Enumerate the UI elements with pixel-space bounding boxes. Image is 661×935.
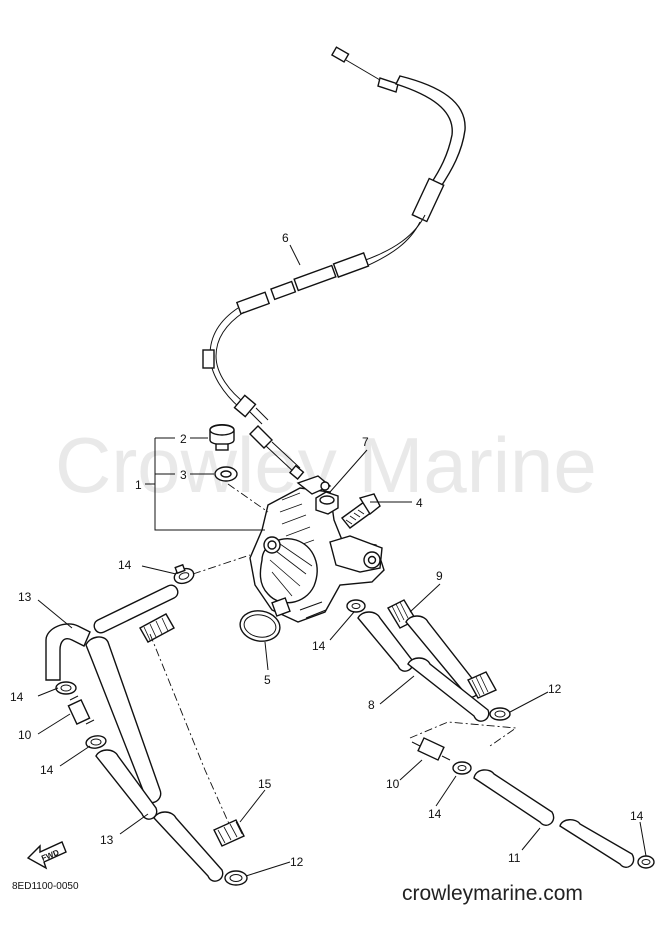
callout-3: 3 — [180, 468, 187, 482]
callout-14-c: 14 — [10, 690, 24, 704]
throttle-cable — [202, 46, 466, 481]
callout-12-b: 12 — [290, 855, 304, 869]
clamp-part-14 — [85, 735, 107, 749]
callout-7: 7 — [362, 435, 369, 449]
callout-9: 9 — [436, 569, 443, 583]
connector-part-10 — [411, 737, 451, 761]
callout-14-f: 14 — [630, 809, 644, 823]
callout-14-a: 14 — [118, 558, 132, 572]
callout-4: 4 — [416, 496, 423, 510]
callout-6: 6 — [282, 231, 289, 245]
clamp-part-14 — [346, 599, 366, 613]
clamp-part-12 — [489, 707, 511, 721]
clamp-part-14 — [452, 761, 472, 775]
callout-11: 11 — [508, 851, 521, 865]
callout-2: 2 — [180, 432, 187, 446]
callout-1: 1 — [135, 478, 142, 492]
callout-10-a: 10 — [18, 728, 32, 742]
oil-pump — [249, 475, 385, 623]
spring-hose-part-15 — [139, 613, 175, 643]
callout-14-b: 14 — [312, 639, 326, 653]
clamp-part-14 — [173, 563, 195, 585]
bolt-part-2 — [209, 424, 235, 451]
website-text: crowleymarine.com — [402, 882, 583, 905]
fwd-arrow-icon: FWD — [26, 841, 67, 870]
callout-12-a: 12 — [548, 682, 562, 696]
connector-part-10 — [67, 695, 95, 725]
callout-14-d: 14 — [40, 763, 54, 777]
callout-8: 8 — [368, 698, 375, 712]
diagram-code: 8ED1100-0050 — [12, 881, 79, 892]
elbow-hose-part-13 — [45, 623, 91, 681]
hose-center-line — [149, 633, 231, 827]
hose-segment — [559, 819, 635, 868]
hose-segment — [153, 811, 224, 882]
hose-part-11 — [473, 769, 555, 826]
hose-part-13-lower — [95, 749, 158, 820]
callout-13-a: 13 — [18, 590, 32, 604]
alignment-line — [409, 721, 518, 747]
callout-numbers: 6 2 3 1 7 4 14 13 5 14 9 8 12 14 10 14 1… — [10, 231, 644, 869]
callout-14-e: 14 — [428, 807, 442, 821]
clamp-part-14 — [637, 855, 655, 869]
callout-5: 5 — [264, 673, 271, 687]
callout-10-b: 10 — [386, 777, 400, 791]
clamp-part-12 — [224, 870, 248, 886]
callout-15: 15 — [258, 777, 272, 791]
spring-part-15 — [213, 819, 245, 847]
bolt-part-4 — [340, 493, 381, 529]
clamp-part-14 — [55, 681, 77, 695]
leader-lines — [37, 244, 647, 877]
washer-part-3 — [214, 466, 238, 482]
callout-13-b: 13 — [100, 833, 114, 847]
hose-part-8 — [407, 657, 490, 722]
alignment-line — [192, 554, 251, 575]
hose-segment — [93, 584, 179, 634]
nut-part-7 — [315, 491, 339, 515]
